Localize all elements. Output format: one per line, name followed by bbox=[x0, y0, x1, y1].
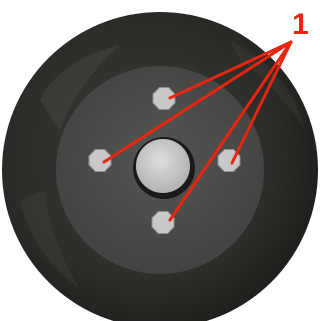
center-hub bbox=[136, 139, 190, 193]
lug-nut-bottom bbox=[152, 212, 174, 234]
callout-label: 1 bbox=[292, 8, 309, 41]
